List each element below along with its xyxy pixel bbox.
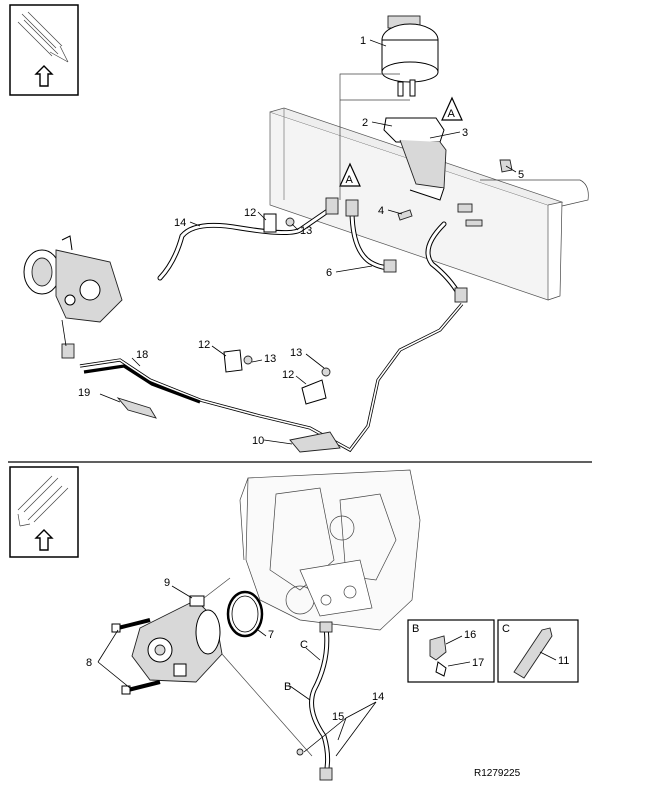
callout-8: 8 <box>86 657 92 669</box>
callout-13-c: 13 <box>290 347 302 359</box>
callout-12-b: 12 <box>198 339 210 351</box>
callout-12-a: 12 <box>244 207 256 219</box>
callout-13-b: 13 <box>264 353 276 365</box>
callout-6: 6 <box>326 267 332 279</box>
callout-9: 9 <box>164 577 170 589</box>
callout-13-a: 13 <box>300 225 312 237</box>
callout-3: 3 <box>462 127 468 139</box>
reservoir-bracket <box>383 117 447 201</box>
pump-bottom <box>131 577 313 757</box>
orientation-box-bottom <box>9 466 79 558</box>
callout-19: 19 <box>78 387 90 399</box>
callout-11: 11 <box>558 655 569 667</box>
o-ring <box>226 590 264 638</box>
callout-5: 5 <box>518 169 524 181</box>
callout-b: B <box>284 681 291 693</box>
leader-lines-bottom <box>97 585 377 757</box>
callout-18: 18 <box>136 349 148 361</box>
callout-4: 4 <box>378 205 384 217</box>
callout-15: 15 <box>332 711 344 723</box>
callout-17: 17 <box>472 657 484 669</box>
svg-text:B: B <box>412 623 419 635</box>
callout-1: 1 <box>360 35 366 47</box>
hose-assembly-bottom <box>296 621 333 781</box>
svg-text:A: A <box>346 174 354 186</box>
hose-assembly-top <box>157 197 483 303</box>
reference-code: R1279225 <box>474 768 521 779</box>
callout-10: 10 <box>252 435 264 447</box>
callout-12-c: 12 <box>282 369 294 381</box>
callout-c: C <box>300 639 308 651</box>
detail-box-c: C 11 <box>497 619 579 683</box>
leader-lines-top <box>99 39 517 445</box>
triangle-marker-a-1: A <box>441 96 463 121</box>
orientation-box-top <box>9 4 79 96</box>
detail-box-b: B 16 17 <box>407 619 495 683</box>
triangle-marker-a-2: A <box>339 162 361 187</box>
callout-16: 16 <box>464 629 476 641</box>
callout-14-top: 14 <box>174 217 186 229</box>
svg-text:C: C <box>502 623 510 635</box>
transmission-housing <box>239 469 421 631</box>
callout-14-bottom: 14 <box>372 691 384 703</box>
reservoir <box>381 15 439 97</box>
pipe-assembly <box>79 213 464 453</box>
callout-2: 2 <box>362 117 368 129</box>
pump-top <box>23 235 123 359</box>
callout-7: 7 <box>268 629 274 641</box>
bolts <box>111 618 161 695</box>
svg-text:A: A <box>448 108 456 120</box>
